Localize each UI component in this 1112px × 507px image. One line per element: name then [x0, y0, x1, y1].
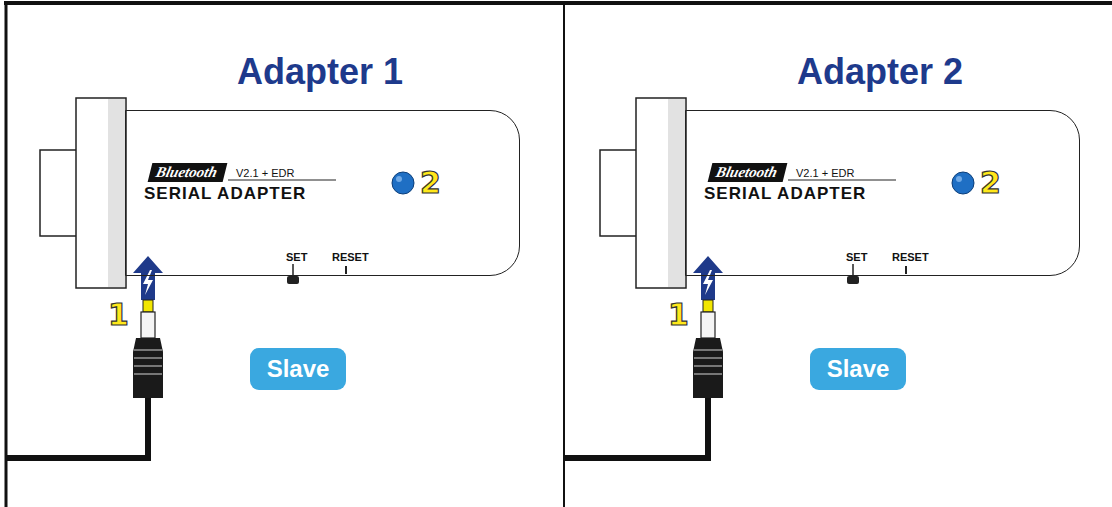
callout-number: 2	[420, 168, 441, 198]
frame-top	[4, 1, 1112, 5]
adapter-illustration	[40, 98, 414, 398]
product-label: SERIAL ADAPTER	[144, 185, 306, 202]
power-cable	[564, 398, 708, 458]
button-label: RESET	[332, 252, 369, 263]
version-label: V2.1 + EDR	[236, 168, 294, 179]
mode-label: Slave	[827, 357, 890, 381]
mode-label: Slave	[267, 357, 330, 381]
panel-divider	[563, 3, 565, 507]
mode-badge: Slave	[250, 348, 346, 390]
adapter-illustration	[600, 98, 974, 398]
power-cable	[6, 398, 148, 458]
callout-number: 1	[108, 300, 129, 330]
adapter-body: Bluetooth V2.1 + EDR SERIAL ADAPTER SET RESE…	[125, 110, 520, 276]
panel-title: Adapter 2	[797, 54, 963, 90]
button-label: SET	[846, 252, 867, 263]
callout-number: 2	[980, 168, 1001, 198]
button-label: SET	[286, 252, 307, 263]
frame-left	[5, 3, 8, 507]
panel-title: Adapter 1	[237, 54, 403, 90]
product-label: SERIAL ADAPTER	[704, 185, 866, 202]
button-label: RESET	[892, 252, 929, 263]
callout-number: 1	[668, 300, 689, 330]
brand-label: Bluetooth	[708, 163, 788, 182]
version-label: V2.1 + EDR	[796, 168, 854, 179]
mode-badge: Slave	[810, 348, 906, 390]
adapter-body: Bluetooth V2.1 + EDR SERIAL ADAPTER SET RESE…	[685, 110, 1080, 276]
brand-label: Bluetooth	[148, 163, 228, 182]
